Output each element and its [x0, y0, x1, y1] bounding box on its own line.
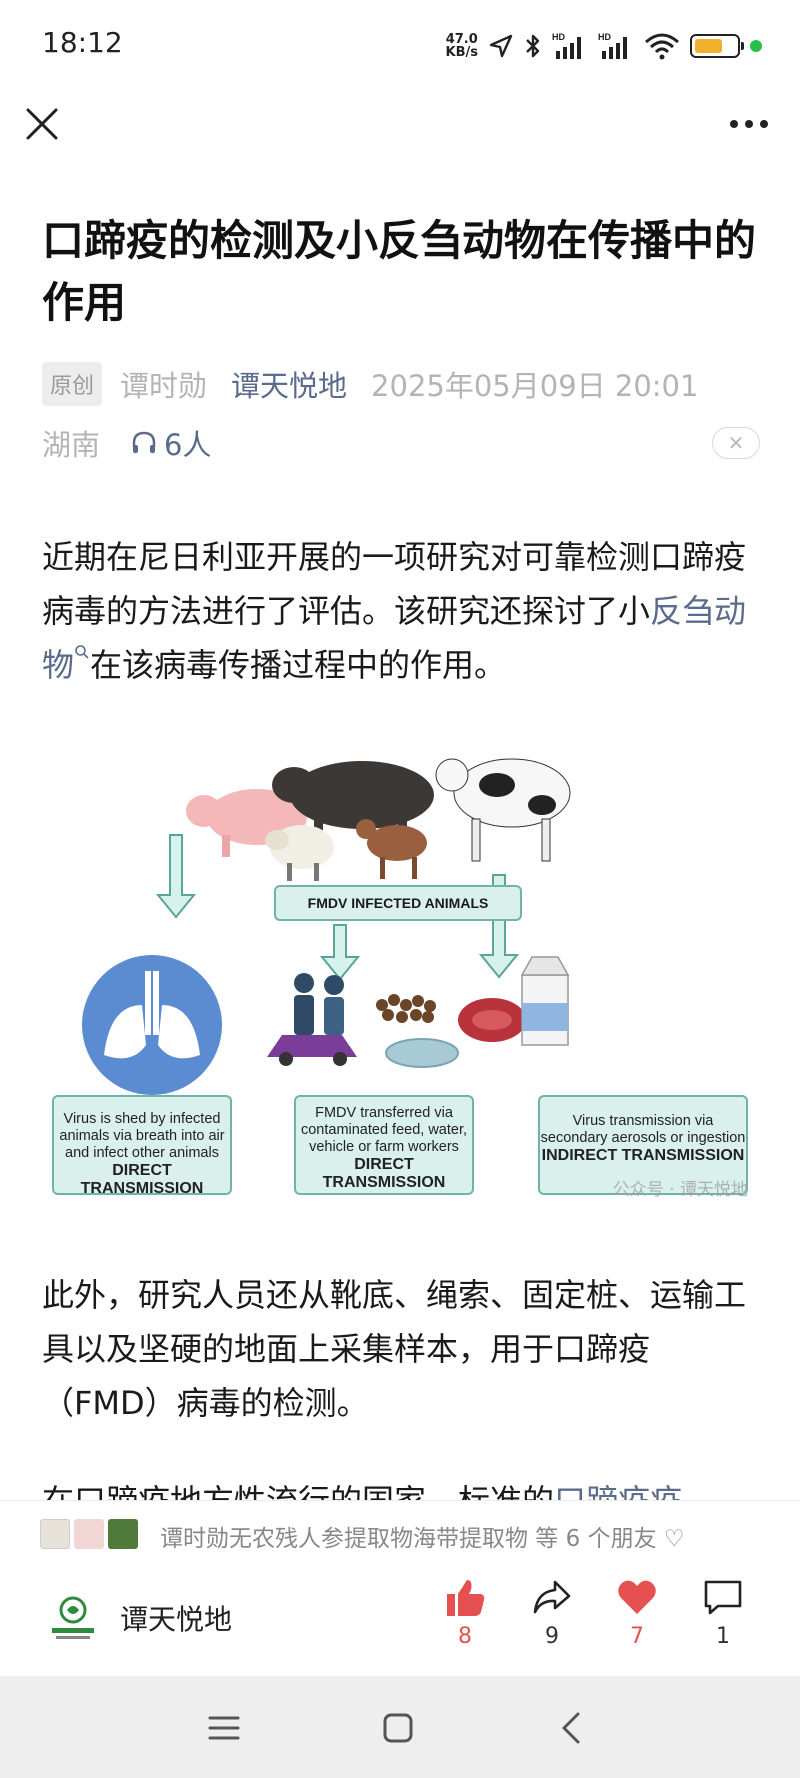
region: 湖南: [42, 428, 101, 462]
paragraph-intro: 近期在尼日利亚开展的一项研究对可靠检测口蹄疫病毒的方法进行了评估。该研究还探讨了…: [42, 530, 762, 692]
figure-watermark: 公众号 · 谭天悦地: [612, 1180, 748, 1200]
publish-datetime: 2025年05月09日 20:01: [371, 369, 699, 403]
article-meta: 原创 谭时勋 谭天悦地 2025年05月09日 20:01: [42, 362, 699, 406]
status-icons: 47.0 KB/s HD HD: [446, 26, 762, 66]
bottom-action-bar: 谭天悦地 8 9 7 1: [0, 1566, 800, 1676]
avatar: [74, 1519, 104, 1549]
box-title: INDIRECT TRANSMISSION: [541, 1147, 745, 1164]
account-name[interactable]: 谭天悦地: [120, 1603, 233, 1636]
article-meta-second: 湖南 6人: [42, 422, 211, 464]
paragraph-partial: 在口蹄疫地方性流行的国家，标准的口蹄疫疫: [42, 1474, 762, 1504]
transmission-box-3: Virus transmission via secondary aerosol…: [538, 1095, 748, 1195]
avatar: [40, 1519, 70, 1549]
close-small-icon: ✕: [727, 431, 745, 455]
search-icon[interactable]: [74, 644, 90, 660]
battery-icon: [690, 34, 744, 58]
system-nav-bar: [0, 1676, 800, 1778]
cow-illustration: [435, 758, 571, 862]
headphones-icon: [132, 431, 156, 453]
dismiss-button[interactable]: ✕: [712, 427, 760, 459]
account-link[interactable]: 谭天悦地: [231, 369, 348, 403]
meat-milk-illustration: [458, 956, 570, 1046]
people-car-feed-illustration: [267, 973, 459, 1068]
box-description: FMDV transferred via contaminated feed, …: [300, 1105, 468, 1155]
article-figure[interactable]: FMDV INFECTED ANIMALS Virus is shed by i…: [42, 735, 758, 1215]
svg-text:HD: HD: [598, 32, 611, 42]
paragraph-text: 在该病毒传播过程中的作用。: [90, 646, 507, 684]
box-title: DIRECT TRANSMISSION: [80, 1162, 204, 1197]
more-icon[interactable]: [724, 104, 774, 144]
friends-text: 谭时勋无农残人参提取物海带提取物 等 6 个朋友 ♡: [160, 1519, 685, 1553]
bluetooth-icon: [526, 34, 540, 58]
comment-button[interactable]: 1: [688, 1576, 758, 1649]
paragraph-sampling: 此外，研究人员还从靴底、绳索、固定桩、运输工具以及坚硬的地面上采集样本，用于口蹄…: [42, 1276, 747, 1422]
privacy-indicator-dot: [750, 40, 762, 52]
signal-hd-icon: HD: [598, 32, 627, 59]
box-description: Virus is shed by infected animals via br…: [59, 1111, 225, 1161]
status-time: 18:12: [42, 26, 123, 59]
listen-button[interactable]: 6人: [130, 422, 211, 464]
keyword-link[interactable]: 口蹄疫疫: [554, 1482, 683, 1504]
share-arrow-icon: [533, 1580, 571, 1614]
signal-hd-icon: HD: [552, 32, 581, 59]
svg-text:HD: HD: [552, 32, 565, 42]
share-button[interactable]: 9: [517, 1576, 587, 1649]
wifi-icon: [645, 33, 679, 60]
net-speed-unit: KB/s: [445, 45, 478, 60]
share-count: 9: [545, 1624, 559, 1649]
account-logo[interactable]: [46, 1590, 100, 1644]
menu-icon[interactable]: [204, 1708, 244, 1748]
goat-illustration: [356, 819, 427, 879]
heart-outline-icon: ♡: [663, 1526, 685, 1552]
back-icon[interactable]: [552, 1708, 592, 1748]
status-bar: 18:12 47.0 KB/s HD HD: [0, 0, 800, 92]
net-speed-value: 47.0: [445, 32, 478, 47]
comment-icon: [704, 1580, 742, 1615]
favorite-count: 7: [630, 1624, 644, 1649]
top-nav: [0, 92, 800, 158]
comment-count: 1: [716, 1624, 730, 1649]
box-description: Virus transmission via secondary aerosol…: [540, 1113, 746, 1146]
heart-icon: [618, 1580, 656, 1614]
paragraph-text: 在口蹄疫地方性流行的国家，标准的: [42, 1482, 555, 1504]
author-name: 谭时勋: [120, 369, 208, 403]
friends-read-bar[interactable]: 谭时勋无农残人参提取物海带提取物 等 6 个朋友 ♡: [0, 1500, 800, 1566]
location-icon: [489, 34, 513, 58]
transmission-box-1: Virus is shed by infected animals via br…: [52, 1095, 232, 1197]
favorite-button[interactable]: 7: [602, 1576, 672, 1649]
net-speed: 47.0 KB/s: [446, 33, 478, 59]
avatar: [108, 1519, 138, 1549]
paragraph-text: 近期在尼日利亚开展的一项研究对可靠检测口蹄疫病毒的方法进行了评估。该研究还探讨了…: [42, 538, 747, 630]
figure-illustration: [82, 758, 571, 1095]
sheep-illustration: [265, 825, 334, 881]
like-button[interactable]: 8: [430, 1576, 500, 1649]
friends-label: 谭时勋无农残人参提取物海带提取物 等 6 个朋友: [160, 1526, 657, 1552]
lungs-illustration: [82, 955, 222, 1095]
friend-avatars: [40, 1519, 138, 1549]
article-title: 口蹄疫的检测及小反刍动物在传播中的作用: [42, 216, 757, 327]
thumbs-up-icon: [447, 1580, 485, 1616]
like-count: 8: [458, 1624, 472, 1649]
keyword-link[interactable]: 反刍动物: [42, 592, 747, 684]
original-tag: 原创: [42, 362, 103, 406]
home-icon[interactable]: [378, 1708, 418, 1748]
box-title: DIRECT TRANSMISSION: [322, 1156, 446, 1191]
close-icon[interactable]: [22, 104, 62, 144]
transmission-box-2: FMDV transferred via contaminated feed, …: [294, 1095, 474, 1195]
listen-count: 6人: [164, 428, 212, 462]
infected-animals-label: FMDV INFECTED ANIMALS: [274, 885, 522, 921]
